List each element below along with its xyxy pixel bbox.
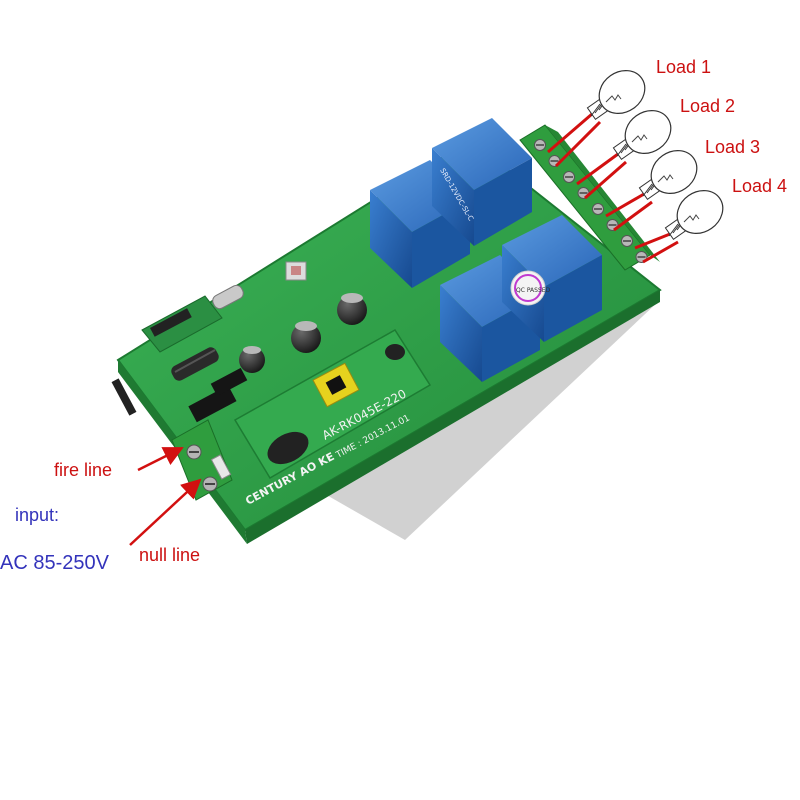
loads-group	[547, 70, 724, 264]
bulb-glass	[676, 190, 724, 234]
ic-chip-1	[188, 385, 237, 423]
bulb-glass	[650, 150, 698, 194]
bulb-thread	[642, 183, 653, 197]
rf-module	[141, 284, 244, 353]
load-3-bulb	[605, 150, 698, 232]
load-wire	[642, 240, 679, 264]
bulb-glass	[624, 110, 672, 154]
bulb-filament	[631, 134, 648, 143]
load-1-bulb	[547, 70, 646, 168]
load-wire	[547, 112, 593, 154]
fire-line-label: fire line	[54, 460, 113, 480]
qc-text: QC PASSED	[516, 287, 551, 294]
capacitors	[239, 293, 367, 373]
load-wire	[634, 232, 671, 250]
load-4-bulb	[634, 190, 724, 264]
input-terminal-block	[171, 419, 233, 501]
load-wire	[554, 120, 602, 168]
coil	[171, 347, 219, 381]
load-2-bulb	[576, 110, 672, 200]
fire-line-arrow	[137, 446, 184, 472]
null-line-label: null line	[139, 545, 201, 565]
null-line-arrow	[129, 478, 202, 546]
ic-chip-2	[210, 367, 248, 397]
load-wire	[576, 152, 619, 186]
bulb-thread	[616, 143, 627, 157]
bulb-glass	[598, 70, 646, 114]
load-wire	[605, 192, 645, 218]
load-2-label: Load 2	[680, 96, 736, 116]
bulb-filament	[683, 214, 700, 223]
qc-sticker: QC PASSED	[510, 270, 551, 306]
relay-2: SRD-12VDC-SL-C	[432, 118, 532, 246]
pin-header	[111, 378, 137, 416]
input-label: input:	[15, 505, 60, 525]
load-1-label: Load 1	[656, 57, 712, 77]
bulb-filament	[605, 94, 622, 103]
bulb-filament	[657, 174, 674, 183]
load-wire	[613, 200, 653, 232]
bulb-thread	[668, 223, 679, 237]
bulb-thread	[590, 103, 601, 117]
learn-button	[285, 261, 307, 281]
voltage-label: AC 85-250V	[0, 552, 109, 574]
load-3-label: Load 3	[705, 137, 761, 157]
load-wire	[584, 160, 627, 200]
load-4-label: Load 4	[732, 176, 788, 196]
